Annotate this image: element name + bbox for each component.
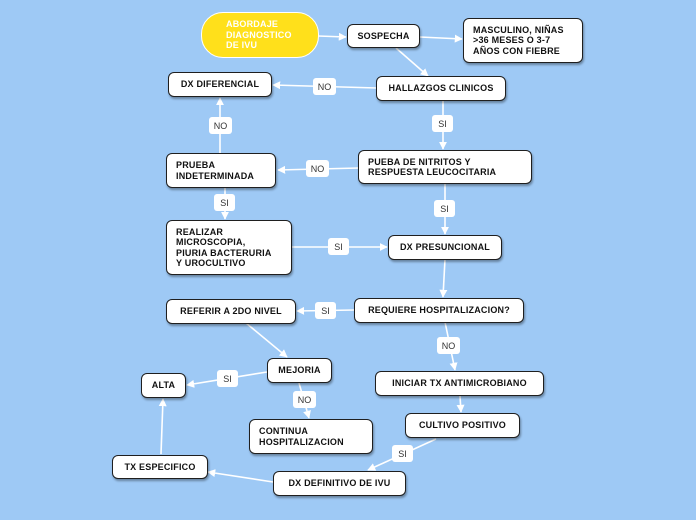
edge-label-si: SI (392, 445, 413, 462)
edge-label-si: SI (214, 194, 235, 211)
edge-label-no: NO (209, 117, 232, 134)
edge-tx-alta (158, 398, 167, 455)
edge-label-no: NO (293, 391, 316, 408)
node-mejoria[interactable]: MEJORIA (267, 358, 332, 383)
node-iniciar-tx[interactable]: INICIAR TX ANTIMICROBIANO (375, 371, 544, 396)
root-node-abordaje[interactable]: ABORDAJE DIAGNOSTICO DE IVU (201, 12, 319, 58)
node-dx-definitivo[interactable]: DX DEFINITIVO DE IVU (273, 471, 406, 496)
edge-referir-mejoria (245, 322, 288, 358)
node-cultivo-positivo[interactable]: CULTIVO POSITIVO (405, 413, 520, 438)
node-masculino[interactable]: MASCULINO, NIÑAS >36 MESES O 3-7 AÑOS CO… (463, 18, 583, 63)
node-continua-hospitalizacion[interactable]: CONTINUA HOSPITALIZACION (249, 419, 373, 454)
node-prueba-nitritos[interactable]: PUEBA DE NITRITOS Y RESPUESTA LEUCOCITAR… (358, 150, 532, 184)
edge-label-si: SI (432, 115, 453, 132)
edge-presuncional-hospitalizacion (439, 258, 448, 298)
edge-label-si: SI (217, 370, 238, 387)
node-hallazgos-clinicos[interactable]: HALLAZGOS CLINICOS (376, 76, 506, 101)
edge-label-no: NO (306, 160, 329, 177)
edge-label-no: NO (437, 337, 460, 354)
edge-definitivo-tx (207, 469, 274, 483)
edge-sospecha-masculino (419, 34, 463, 43)
edge-label-no: NO (313, 78, 336, 95)
node-tx-especifico[interactable]: TX ESPECIFICO (112, 455, 208, 479)
node-prueba-indeterminada[interactable]: PRUEBA INDETERMINADA (166, 153, 276, 188)
edge-label-si: SI (315, 302, 336, 319)
edge-sospecha-hallazgos (395, 47, 429, 77)
edge-label-si: SI (328, 238, 349, 255)
edge-iniciar-cultivo (456, 395, 465, 413)
node-realizar-microscopia[interactable]: REALIZAR MICROSCOPIA, PIURIA BACTERURIA … (166, 220, 292, 275)
node-requiere-hospitalizacion[interactable]: REQUIERE HOSPITALIZACION? (354, 298, 524, 323)
node-sospecha[interactable]: SOSPECHA (347, 24, 420, 48)
edge-label-si: SI (434, 200, 455, 217)
edge-root-sospecha (317, 32, 347, 41)
node-dx-diferencial[interactable]: DX DIFERENCIAL (168, 72, 272, 97)
node-alta[interactable]: ALTA (141, 373, 186, 398)
node-dx-presuncional[interactable]: DX PRESUNCIONAL (388, 235, 502, 260)
node-referir-2do-nivel[interactable]: REFERIR A 2DO NIVEL (166, 299, 296, 324)
